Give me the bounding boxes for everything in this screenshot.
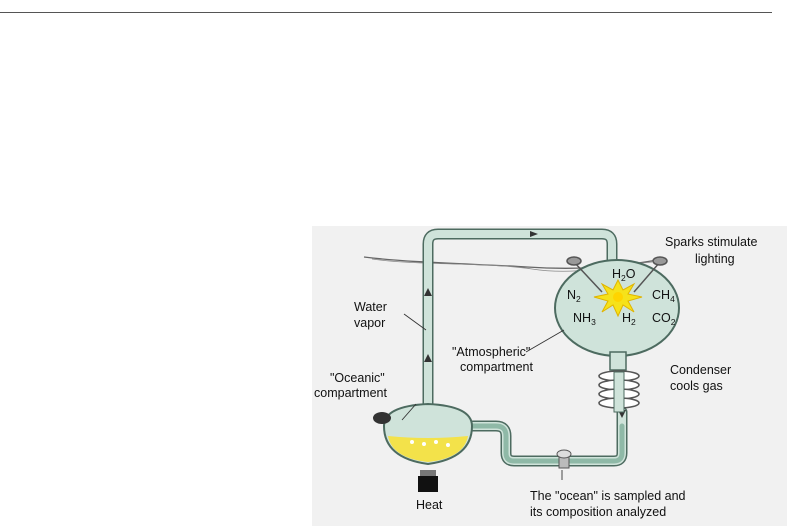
sampling-stopcock xyxy=(556,449,572,469)
miller-urey-apparatus-figure: H2O N2 CH4 NH3 H2 CO2 Sparks stimulate l… xyxy=(312,226,787,526)
apparatus-diagram: H2O N2 CH4 NH3 H2 CO2 Sparks stimulate l… xyxy=(314,228,761,519)
label-atmospheric-compartment: "Atmospheric" compartment xyxy=(452,345,534,374)
oceanic-flask xyxy=(382,402,474,466)
label-heat: Heat xyxy=(416,498,443,512)
leader-lines xyxy=(401,313,565,480)
flask-neck xyxy=(609,351,627,371)
spark-icon xyxy=(593,278,643,318)
label-oceanic-compartment: "Oceanic" compartment xyxy=(314,371,388,400)
top-divider-line xyxy=(0,12,772,13)
formula-nh3: NH3 xyxy=(573,311,596,327)
label-condenser: Condenser cools gas xyxy=(670,363,735,393)
label-sampled: The "ocean" is sampled and its compositi… xyxy=(530,489,689,519)
formula-n2: N2 xyxy=(567,288,581,304)
ocean-water xyxy=(388,436,468,462)
label-sparks: Sparks stimulate lighting xyxy=(665,235,761,266)
stopper-icon xyxy=(373,412,391,424)
label-water-vapor: Water vapor xyxy=(354,300,390,330)
condenser-tube xyxy=(613,371,625,413)
heat-source xyxy=(418,470,438,492)
electrodes xyxy=(566,256,668,293)
formula-co2: CO2 xyxy=(652,311,676,327)
formula-h2: H2 xyxy=(622,311,636,327)
formula-h2o: H2O xyxy=(612,267,636,283)
formula-ch4: CH4 xyxy=(652,288,675,304)
